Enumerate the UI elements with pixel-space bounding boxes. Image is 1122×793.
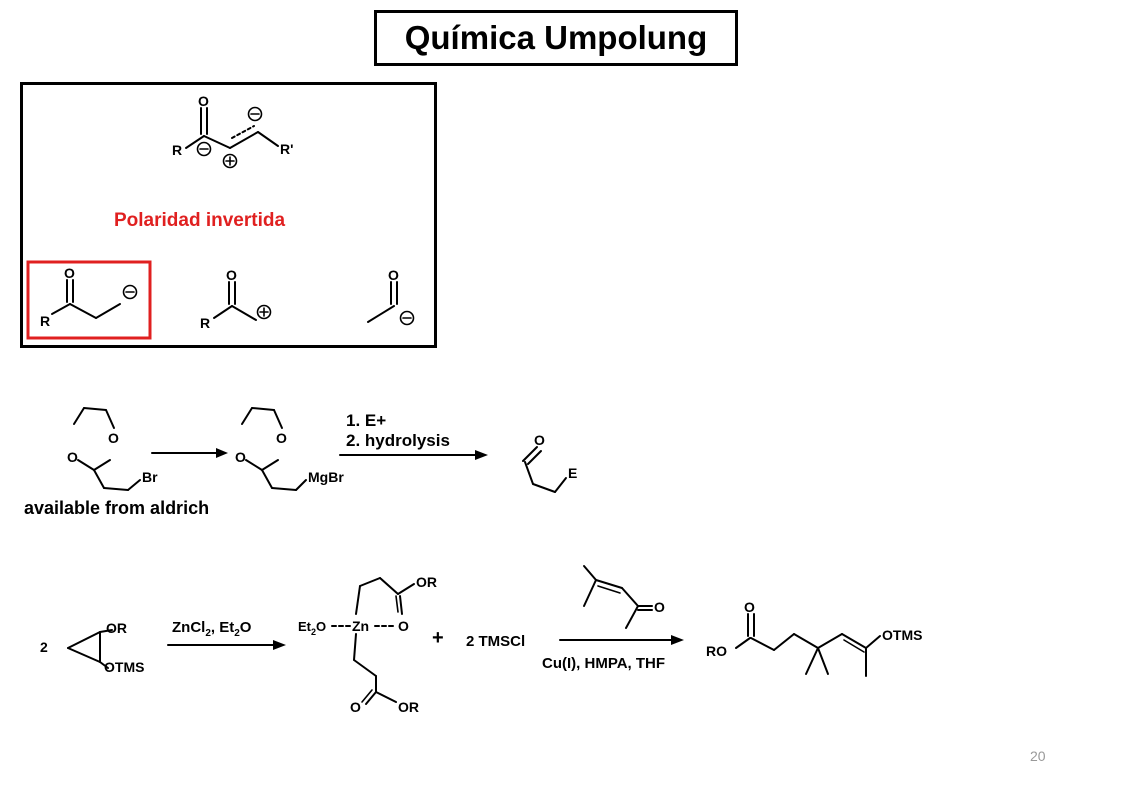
siloxycyclopropane-structure (67, 629, 113, 669)
aldehyde-oxygen-label: O (534, 432, 545, 448)
zinc-label: Zn (352, 618, 369, 634)
negative-charge-icon (122, 284, 138, 300)
homoenolate-oxygen-label: O (64, 265, 75, 281)
ring-oxygen-right-2: O (276, 430, 287, 446)
upper-ester-label: OR (416, 574, 437, 590)
slide-title-box: Química Umpolung (374, 10, 738, 66)
conjugate-addition-product-structure (735, 613, 881, 677)
enone-oxygen-label: O (198, 93, 209, 109)
umpolung-concept-box (20, 82, 437, 348)
cyclopropane-or-label: OR (106, 620, 127, 636)
product-ester-label: RO (706, 643, 727, 659)
coefficient-label: 2 (40, 639, 48, 655)
bromoethyl-dioxolane-structure (73, 407, 141, 491)
scheme2-reagents-label: ZnCl2, Et2O (172, 619, 252, 639)
ring-oxygen-right: O (108, 430, 119, 446)
enone-r-prime-label: R' (280, 141, 293, 157)
ring-oxygen-left-2: O (235, 449, 246, 465)
acyl-cation-oxygen-label: O (226, 267, 237, 283)
acyl-anion-structure (367, 281, 415, 326)
acyl-cation-r-label: R (200, 315, 210, 331)
plus-sign: + (432, 627, 444, 649)
page-number: 20 (1030, 748, 1046, 764)
homoenolate-r-label: R (40, 313, 50, 329)
functionalized-aldehyde-structure (522, 446, 567, 493)
availability-note: available from aldrich (24, 498, 209, 518)
electrophile-label: E (568, 465, 577, 481)
zinc-homoenolate-structure (331, 577, 415, 705)
positive-charge-icon (256, 304, 272, 320)
cyclopropane-otms-label: OTMS (104, 659, 144, 675)
zn-coordinated-oxygen-label: O (398, 618, 409, 634)
slide-title: Química Umpolung (404, 19, 708, 56)
homoenolate-anion-structure (51, 279, 138, 319)
enone-polarity-structure (185, 106, 279, 169)
product-carbonyl-oxygen-label: O (744, 599, 755, 615)
scheme1-step1-label: 1. E+ (346, 411, 386, 430)
mesityl-oxide-oxygen-label: O (654, 599, 665, 615)
grignard-label: MgBr (308, 469, 344, 485)
highlight-box (26, 260, 152, 340)
acyl-cation-structure (213, 281, 272, 321)
enone-r-label: R (172, 142, 182, 158)
lower-carbonyl-oxygen-label: O (350, 699, 361, 715)
negative-charge-icon (399, 310, 415, 326)
polarity-caption: Polaridad invertida (114, 210, 285, 231)
scheme1-step2-label: 2. hydrolysis (346, 431, 450, 450)
grignard-dioxolane-structure (241, 407, 307, 491)
scheme2-conditions-label: Cu(I), HMPA, THF (542, 655, 665, 672)
tmscl-label: 2 TMSCl (466, 633, 525, 650)
bromide-label: Br (142, 469, 158, 485)
lower-ester-label: OR (398, 699, 419, 715)
mesityl-oxide-structure (583, 565, 653, 629)
acyl-anion-oxygen-label: O (388, 267, 399, 283)
product-silyl-label: OTMS (882, 627, 922, 643)
ring-oxygen-left: O (67, 449, 78, 465)
zn-ligand-label: Et2O (298, 619, 326, 637)
negative-charge-icon (247, 106, 263, 122)
positive-charge-icon (222, 153, 238, 169)
negative-charge-icon (196, 141, 212, 157)
